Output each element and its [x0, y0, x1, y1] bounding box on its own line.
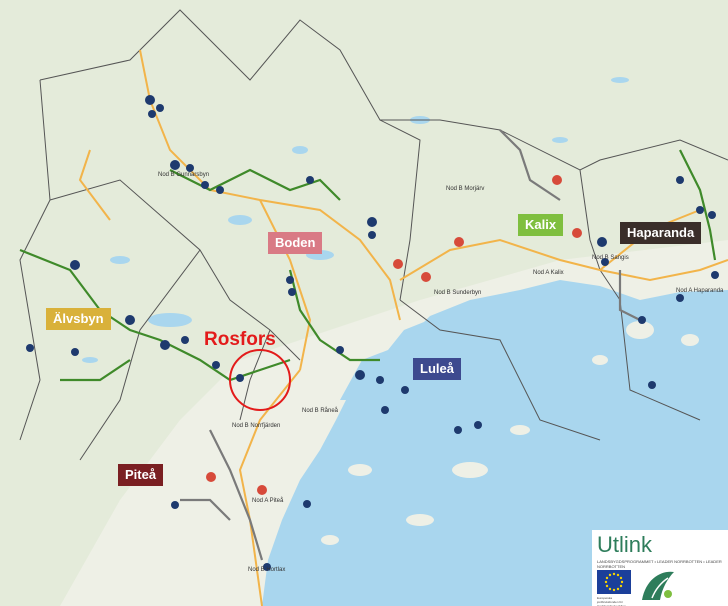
trails-green: [19, 149, 717, 382]
node-label: Nod B Sangis: [592, 255, 629, 261]
facility-marker: [401, 386, 409, 394]
facility-marker: [638, 316, 646, 324]
facility-marker: [170, 160, 180, 170]
node-label: Nod B Råneå: [302, 408, 339, 414]
facility-marker: [696, 206, 704, 214]
municipality-label-boden: Boden: [268, 232, 323, 254]
facility-marker: [286, 276, 294, 284]
facility-marker: [474, 421, 482, 429]
facility-marker: [336, 346, 344, 354]
facility-marker: [125, 315, 135, 325]
eu-flag-icon: [597, 570, 631, 594]
node-marker: [572, 228, 582, 238]
node-label: Nod B Gunnarsbyn: [158, 172, 210, 178]
node-label: Nod B Hortlax: [248, 567, 286, 573]
facility-marker: [648, 381, 656, 389]
facility-marker: [708, 211, 716, 219]
rosfors-label: Rosfors: [204, 329, 276, 350]
facility-marker: [367, 217, 377, 227]
facility-marker: [597, 237, 607, 247]
utlink-tagline: LANDSBYGDSPROGRAMMET • LEADER NORRBOTTEN…: [597, 559, 722, 569]
facility-marker: [381, 406, 389, 414]
node-label: Nod B Sunderbyn: [434, 290, 482, 296]
node-marker: [257, 485, 267, 495]
facility-marker: [26, 344, 34, 352]
node-label: Nod A Piteå: [252, 498, 284, 504]
facility-marker: [70, 260, 80, 270]
facility-marker: [216, 186, 224, 194]
facility-marker: [156, 104, 164, 112]
leader-logo-icon: [638, 568, 678, 604]
municipality-label-haparanda: Haparanda: [620, 222, 702, 244]
node-marker: [552, 175, 562, 185]
municipality-borders: [19, 9, 728, 461]
islands: [321, 321, 699, 545]
facility-marker: [676, 176, 684, 184]
node-markers: [206, 175, 582, 495]
facility-marker: [376, 376, 384, 384]
facility-marker: [355, 370, 365, 380]
facility-marker: [676, 294, 684, 302]
facility-marker: [160, 340, 170, 350]
trails-grey: [180, 129, 641, 561]
node-marker: [421, 272, 431, 282]
facility-marker: [303, 500, 311, 508]
facility-marker: [236, 374, 244, 382]
facility-marker: [71, 348, 79, 356]
utlink-logo: Utlink: [597, 532, 653, 557]
facility-marker: [145, 95, 155, 105]
facility-marker: [288, 288, 296, 296]
facility-marker: [711, 271, 719, 279]
facility-marker: [368, 231, 376, 239]
node-marker: [393, 259, 403, 269]
node-marker: [206, 472, 216, 482]
facility-marker: [181, 336, 189, 344]
facility-marker: [454, 426, 462, 434]
facility-marker: [263, 563, 271, 571]
rosfors-highlight-circle: [229, 349, 291, 411]
facility-markers: [26, 95, 719, 571]
municipality-label-kalix: Kalix: [518, 214, 564, 236]
facility-marker: [601, 258, 609, 266]
facility-marker: [186, 164, 194, 172]
node-label: Nod A Haparanda: [676, 288, 724, 294]
node-label: Nod A Kalix: [533, 270, 564, 276]
facility-marker: [171, 501, 179, 509]
sea: [262, 280, 728, 606]
node-marker: [454, 237, 464, 247]
eu-caption: Europeiska jordbruksfonden för landsbygd…: [597, 596, 626, 606]
node-label: Nod B Morjärv: [446, 186, 485, 192]
municipality-label-pitea: Piteå: [118, 464, 164, 486]
facility-marker: [148, 110, 156, 118]
logo-panel: Utlink LANDSBYGDSPROGRAMMET • LEADER NOR…: [592, 530, 728, 606]
roads: [78, 49, 728, 606]
lakes: [82, 77, 629, 363]
municipality-label-alvsbyn: Älvsbyn: [46, 308, 111, 330]
facility-marker: [201, 181, 209, 189]
facility-marker: [212, 361, 220, 369]
facility-marker: [306, 176, 314, 184]
bay: [340, 322, 440, 400]
node-label: Nod B Norrfjärden: [232, 423, 281, 429]
municipality-label-lulea: Luleå: [413, 358, 461, 380]
